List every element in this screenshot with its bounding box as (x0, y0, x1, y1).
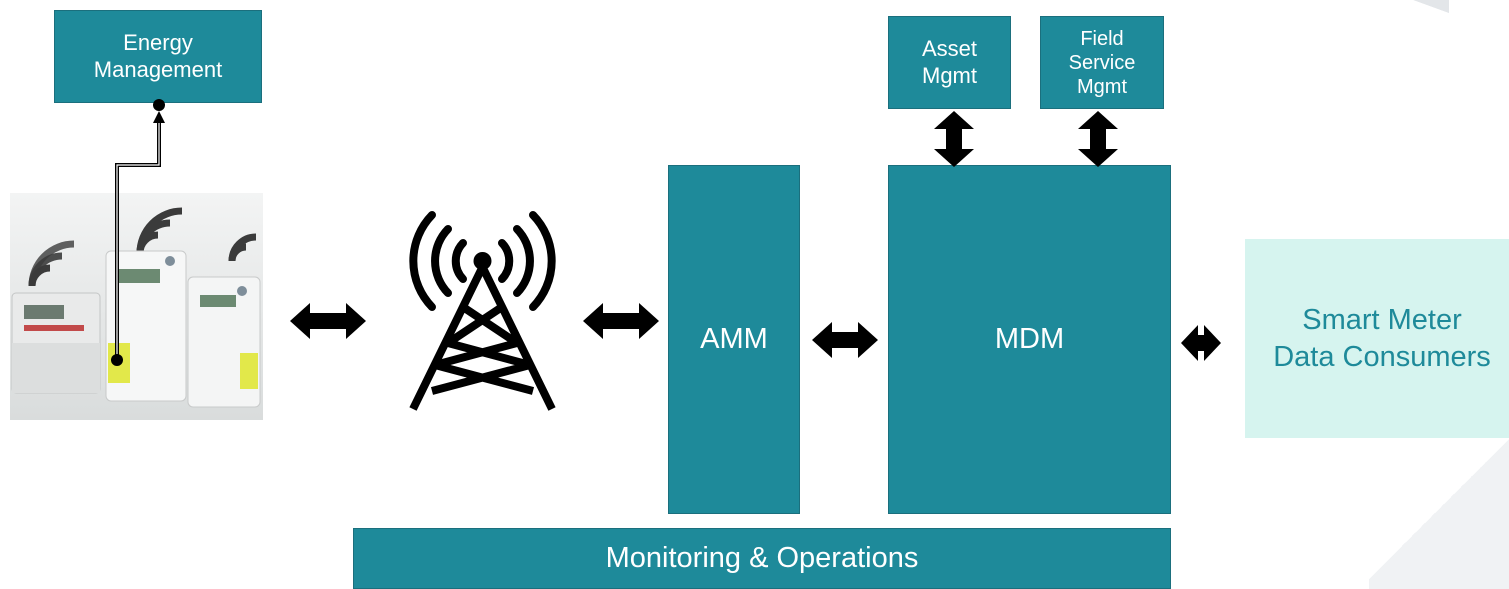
consumers-line-2: Data Consumers (1273, 340, 1491, 373)
asset-mgmt-line-2: Mgmt (922, 62, 977, 88)
double-arrow-icon (583, 303, 659, 339)
asset-mgmt-box: Asset Mgmt (888, 16, 1011, 109)
field-service-line-3: Mgmt (1077, 75, 1127, 98)
monitoring-operations-label: Monitoring & Operations (605, 542, 919, 575)
energy-management-box: Energy Management (54, 10, 262, 103)
corner-decoration (1369, 429, 1509, 589)
double-arrow-icon (812, 322, 878, 358)
amm-box: AMM (668, 165, 800, 514)
mdm-label: MDM (994, 323, 1065, 356)
asset-mgmt-line-1: Asset (921, 36, 978, 62)
double-arrow-icon (1181, 325, 1221, 361)
energy-management-line-2: Management (93, 56, 223, 82)
radio-tower-icon (409, 211, 556, 411)
double-arrow-icon (1078, 111, 1118, 167)
field-service-mgmt-box: Field Service Mgmt (1040, 16, 1164, 109)
monitoring-operations-box: Monitoring & Operations (353, 528, 1171, 589)
smart-meters-photo-icon (10, 193, 263, 420)
field-service-line-2: Service (1068, 51, 1136, 74)
double-arrow-icon (290, 303, 366, 339)
energy-connector-line (111, 99, 165, 366)
consumers-line-1: Smart Meter (1302, 304, 1462, 337)
field-service-line-1: Field (1080, 27, 1124, 50)
energy-management-line-1: Energy (123, 30, 193, 56)
double-arrow-icon (934, 111, 974, 167)
smart-meter-data-consumers-box: Smart Meter Data Consumers (1245, 239, 1509, 438)
mdm-box: MDM (888, 165, 1171, 514)
amm-label: AMM (700, 323, 768, 356)
corner-decoration-top (1399, 0, 1449, 14)
